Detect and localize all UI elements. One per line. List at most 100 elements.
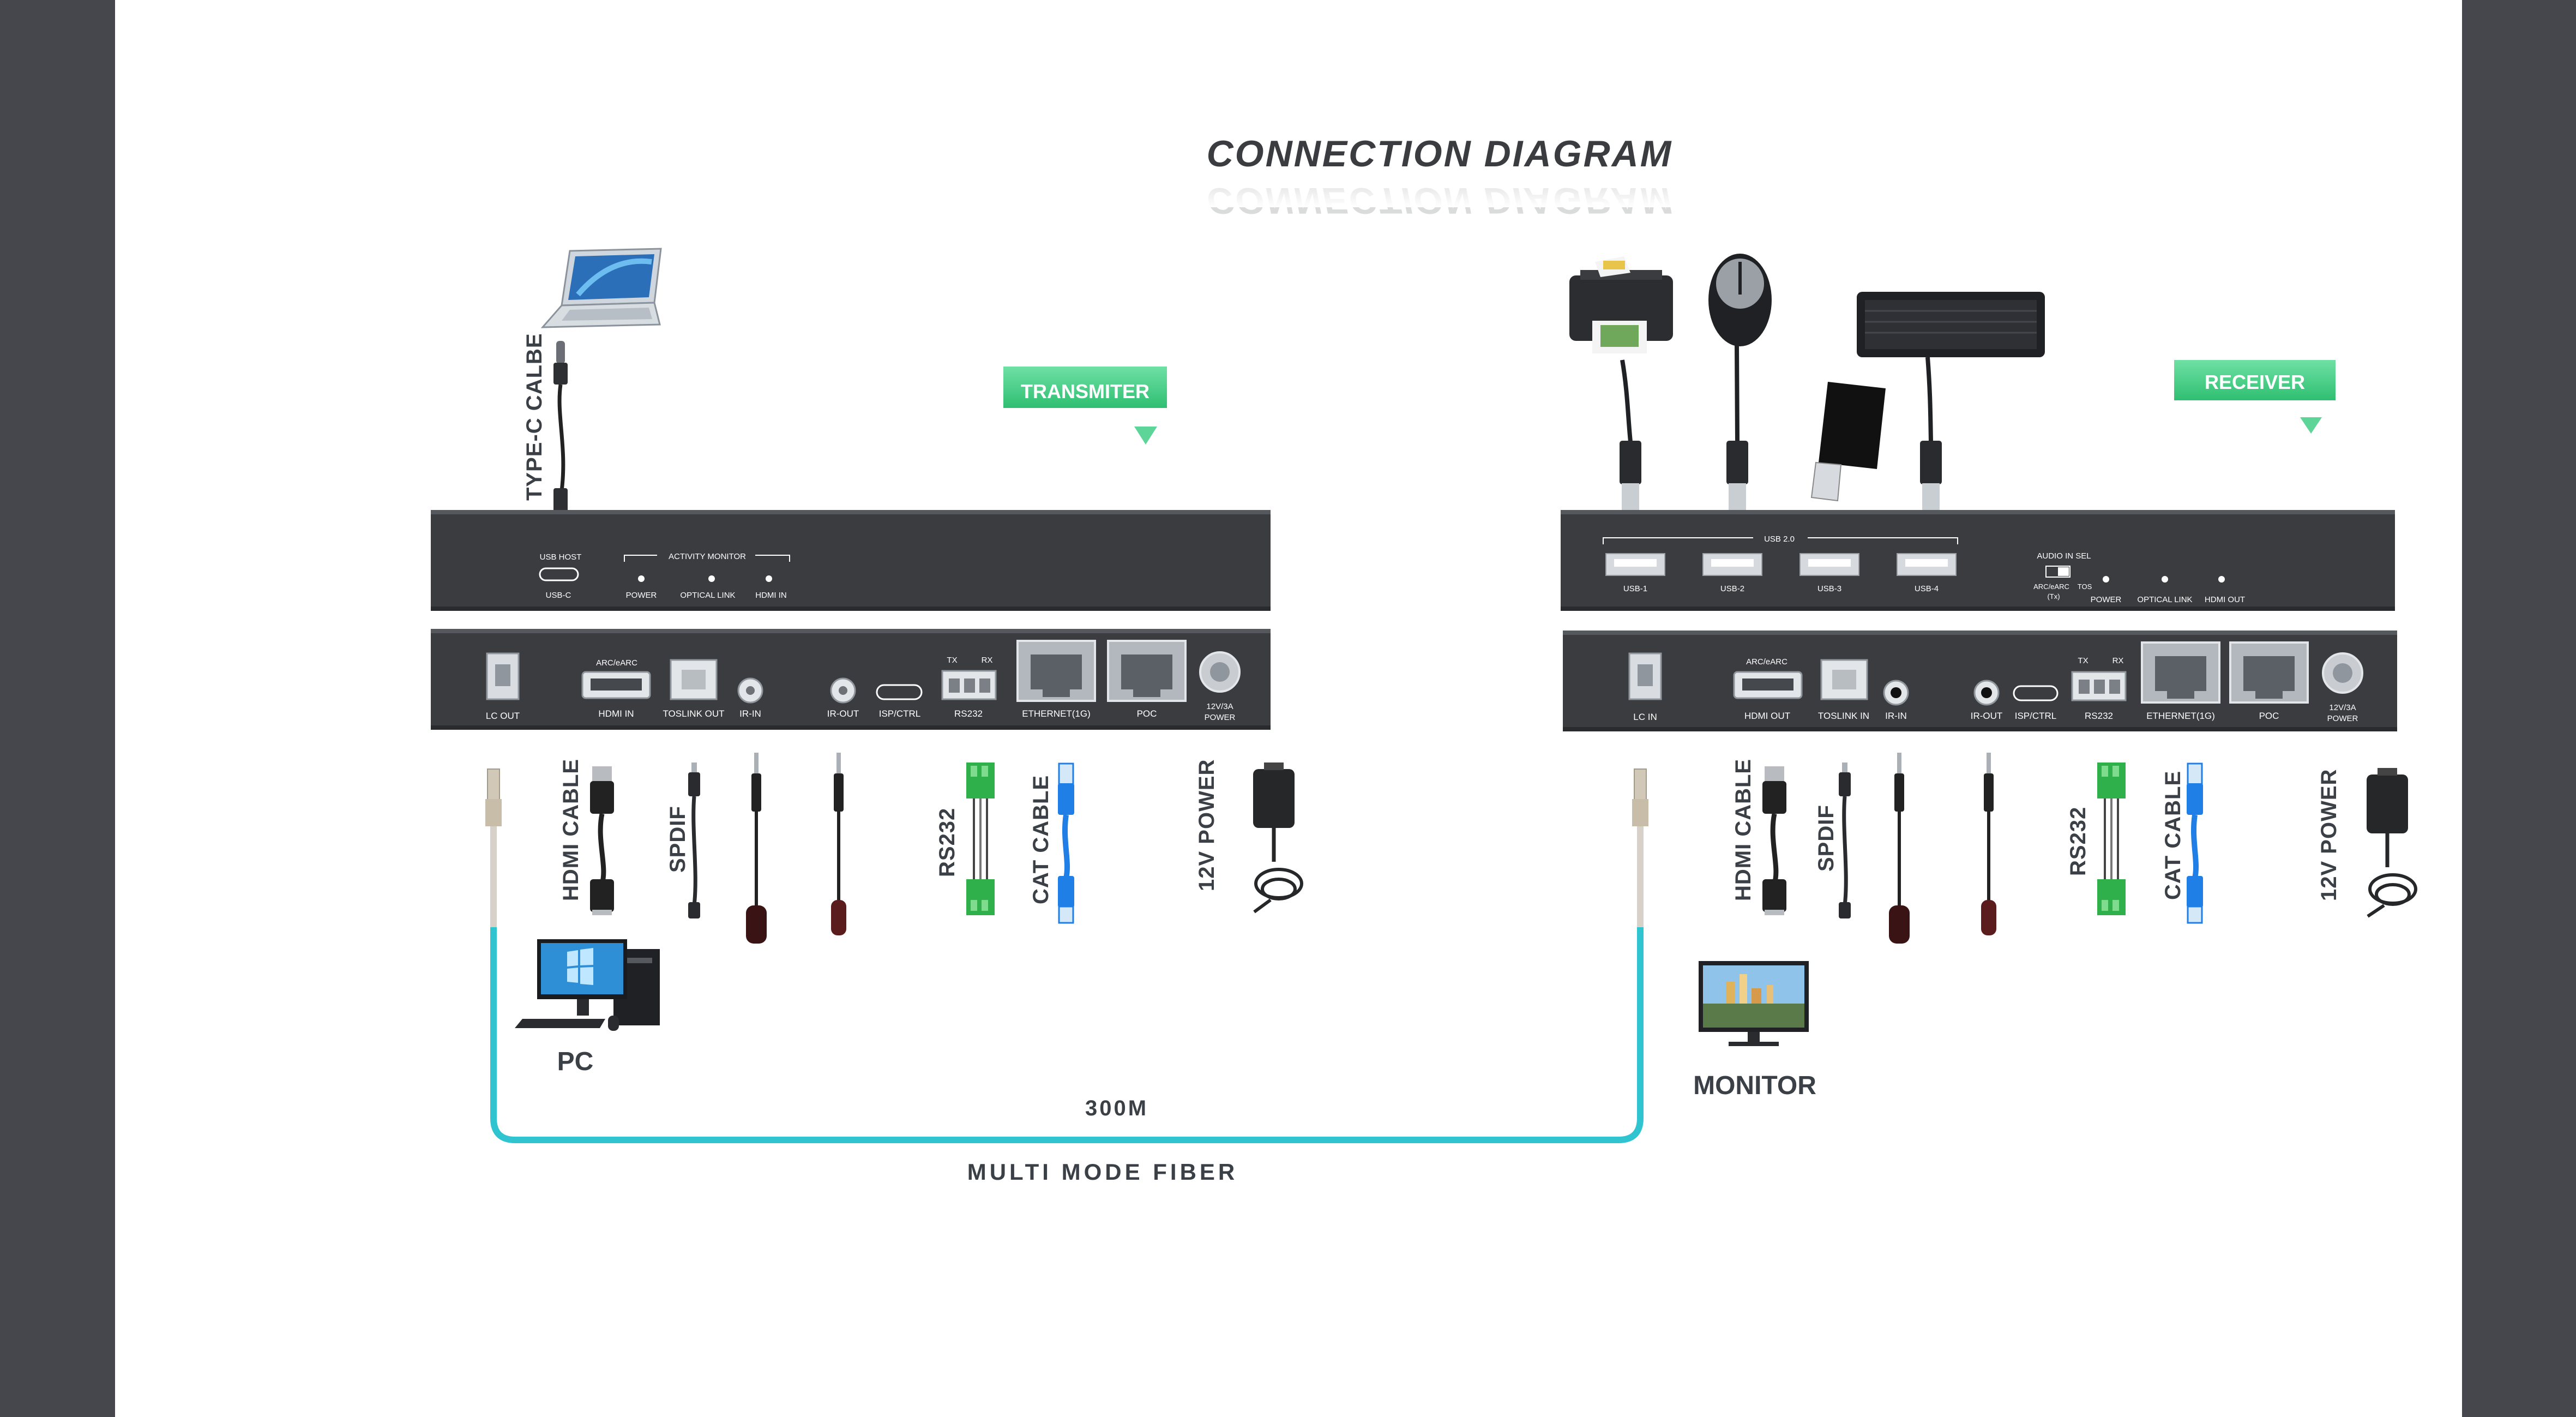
lc-fiber-connector [1632, 768, 1648, 826]
optical-link-led [708, 575, 715, 582]
power-led [638, 575, 645, 582]
port-label: IR-IN [1885, 711, 1907, 721]
type-c-label: TYPE-C CALBE [522, 333, 546, 501]
cable-label: HDMI CABLE [1731, 759, 1755, 901]
power-label: 12V/3A [2329, 703, 2356, 712]
fiber-tail-left [490, 818, 497, 927]
power-label: POWER [1205, 713, 1236, 722]
usb-group-label: USB 2.0 [1764, 535, 1795, 544]
port-label: HDMI IN [598, 708, 634, 719]
port-label: ETHERNET(1G) [1022, 708, 1091, 719]
ir-emitter-cable [831, 753, 846, 935]
port-label: LC OUT [486, 711, 520, 721]
port-label: POC [2259, 711, 2279, 721]
usb-port-label: USB-3 [1817, 584, 1841, 593]
port-label: ISP/CTRL [879, 708, 921, 719]
rs232-terminal [2097, 762, 2126, 915]
rx-front-panel: USB 2.0 USB-1 USB-2 USB-3 USB-4 AUDIO IN… [1561, 510, 2395, 611]
type-c-cable [553, 341, 568, 528]
spdif-cable [688, 762, 700, 918]
fiber-tail-right [1637, 818, 1644, 927]
monitor-icon [1699, 961, 1809, 1046]
port-label: IR-OUT [827, 708, 859, 719]
isp-ctrl-port [876, 684, 923, 700]
cable-label: 12V POWER [1195, 759, 1219, 891]
mouse-icon [1708, 254, 1772, 346]
port-label: IR-IN [739, 708, 761, 719]
cable-label: CAT CABLE [1029, 775, 1053, 904]
fiber-cable [490, 922, 1644, 1143]
usb-c-port [539, 567, 579, 581]
power-label: POWER [2327, 714, 2358, 723]
port-label: RS232 [954, 708, 983, 719]
arc-label: ARC/eARC [1746, 657, 1787, 667]
ir-receiver-cable [746, 753, 767, 944]
port-label: HDMI OUT [1744, 711, 1790, 721]
usb-cable-3 [1920, 357, 1942, 511]
cat-cable [2187, 762, 2203, 924]
power-led [2103, 576, 2109, 583]
optical-link-led [2162, 576, 2168, 583]
hdmi-in-led [766, 575, 772, 582]
receiver-tag [2174, 360, 2336, 400]
monitor-label: MONITOR [1693, 1071, 1816, 1100]
port-label: LC IN [1633, 712, 1657, 722]
hdmi-cable [1762, 766, 1786, 915]
cable-label: RS232 [2066, 807, 2090, 876]
usb-port-label: USB-4 [1915, 584, 1939, 593]
pc-label: PC [557, 1047, 594, 1076]
led-label: OPTICAL LINK [680, 591, 735, 600]
receiver-tag-pointer [2300, 417, 2322, 434]
tx-front-panel: USB HOST USB-C ACTIVITY MONITOR POWER OP… [431, 510, 1271, 611]
cable-label: 12V POWER [2317, 769, 2341, 901]
activity-monitor-label: ACTIVITY MONITOR [669, 552, 746, 561]
diagram-title: CONNECTION DIAGRAM [1207, 133, 1673, 175]
port-label: POC [1137, 708, 1157, 719]
port-label: RS232 [2085, 711, 2113, 721]
power-adapter [1253, 762, 1303, 914]
port-label: TOSLINK OUT [663, 708, 724, 719]
port-label: IR-OUT [1971, 711, 2003, 721]
audio-selector-switch[interactable] [2045, 566, 2071, 578]
transmitter-tag-label: TRANSMITER [1021, 380, 1149, 403]
hdmi-out-led [2218, 576, 2225, 583]
port-label: ETHERNET(1G) [2146, 711, 2215, 721]
led-label: POWER [2091, 595, 2122, 604]
led-label: HDMI OUT [2205, 595, 2245, 604]
usb-c-label: USB-C [546, 591, 571, 600]
port-label: ISP/CTRL [2015, 711, 2057, 721]
laptop-icon [540, 248, 662, 328]
printer-icon [1569, 256, 1673, 353]
transmitter-tag-pointer [1134, 427, 1157, 445]
hdmi-cable [590, 766, 614, 915]
tx-label: TX [2078, 656, 2088, 665]
tx-rear-panel: LC OUT ARC/eARC HDMI IN TOSLINK OUT IR-I… [431, 629, 1271, 730]
rx-label: RX [2112, 656, 2124, 665]
cable-label: SPDIF [1814, 804, 1838, 872]
cat-cable [1058, 762, 1074, 924]
led-label: OPTICAL LINK [2137, 595, 2192, 604]
tos-label: TOS [2078, 583, 2092, 591]
usb-port-label: USB-1 [1623, 584, 1647, 593]
led-label: HDMI IN [755, 591, 787, 600]
power-label: 12V/3A [1206, 702, 1233, 711]
ir-emitter-cable [1981, 753, 1996, 935]
usb-cable-1 [1620, 359, 1641, 511]
transmitter-tag [1003, 367, 1167, 408]
spdif-cable [1839, 762, 1851, 918]
reflection-fade [1200, 175, 1680, 207]
cable-label: SPDIF [666, 806, 690, 873]
usb-flash-drive-icon [1810, 382, 1886, 502]
power-adapter [2367, 768, 2417, 918]
tx-label: TX [947, 656, 957, 665]
lc-fiber-connector [485, 768, 502, 826]
isp-ctrl-port [2013, 685, 2059, 701]
distance-label: 300M [1085, 1096, 1148, 1120]
usb-port-label: USB-2 [1720, 584, 1744, 593]
arc-label: ARC/eARC [596, 658, 637, 668]
usb-host-label: USB HOST [540, 553, 582, 562]
fiber-label: MULTI MODE FIBER [967, 1159, 1238, 1185]
audio-in-sel-label: AUDIO IN SEL [2037, 551, 2091, 561]
